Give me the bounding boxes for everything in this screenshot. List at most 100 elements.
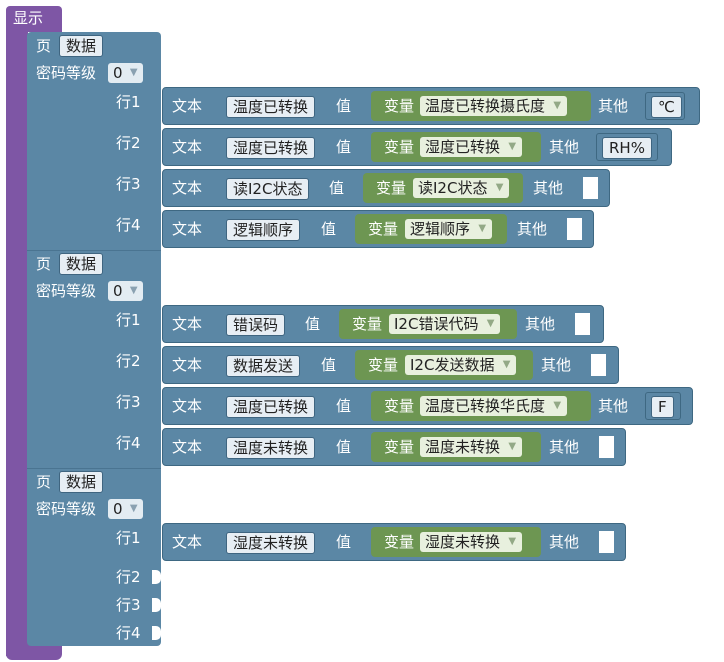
page-label: 页 <box>36 37 52 55</box>
chevron-down-icon: ▼ <box>129 503 138 514</box>
chevron-down-icon: ▼ <box>478 223 487 234</box>
password-level-value: 0 <box>113 64 123 82</box>
variable-label: 变量 <box>384 438 415 456</box>
password-level-label: 密码等级 <box>36 500 97 518</box>
chevron-down-icon: ▼ <box>129 67 138 78</box>
display-block-spine <box>6 30 28 656</box>
variable-name: 湿度已转换 <box>425 138 501 156</box>
text-field[interactable]: 读I2C状态 <box>226 178 310 200</box>
variable-dropdown[interactable]: I2C错误代码 ▼ <box>389 314 501 334</box>
row-label: 行2 <box>116 352 141 370</box>
chevron-down-icon: ▼ <box>486 318 495 329</box>
password-level-dropdown[interactable]: 0▼ <box>108 63 143 83</box>
variable-label: 变量 <box>384 138 415 156</box>
other-label: 其他 <box>525 315 556 333</box>
other-label: 其他 <box>549 138 580 156</box>
row-label: 行4 <box>116 624 141 642</box>
variable-dropdown[interactable]: 读I2C状态 ▼ <box>413 178 510 198</box>
other-field[interactable]: F <box>651 396 674 418</box>
display-block[interactable] <box>6 6 62 32</box>
text-label: 文本 <box>172 138 203 156</box>
text-label: 文本 <box>172 220 203 238</box>
page-label: 页 <box>36 255 52 273</box>
chevron-down-icon: ▼ <box>508 536 517 547</box>
page-name-field[interactable]: 数据 <box>59 471 104 493</box>
text-field[interactable]: 逻辑顺序 <box>226 219 301 241</box>
text-field[interactable]: 数据发送 <box>226 355 301 377</box>
value-label: 值 <box>336 397 352 415</box>
variable-label: 变量 <box>368 220 399 238</box>
variable-dropdown[interactable]: 温度已转换华氏度 ▼ <box>420 396 568 416</box>
variable-label: 变量 <box>376 179 407 197</box>
value-label: 值 <box>321 220 337 238</box>
other-label: 其他 <box>598 97 629 115</box>
variable-name: 读I2C状态 <box>418 179 488 197</box>
text-field[interactable]: 温度已转换 <box>226 96 316 118</box>
variable-label: 变量 <box>384 533 415 551</box>
value-label: 值 <box>336 438 352 456</box>
empty-input-slot[interactable] <box>583 177 598 199</box>
chevron-down-icon: ▼ <box>553 400 562 411</box>
row-label: 行1 <box>116 529 141 547</box>
empty-row-slot[interactable] <box>152 626 161 640</box>
page-name-field[interactable]: 数据 <box>59 253 104 275</box>
page-block[interactable] <box>27 468 161 646</box>
variable-dropdown[interactable]: I2C发送数据 ▼ <box>405 355 517 375</box>
page-label: 页 <box>36 473 52 491</box>
variable-label: 变量 <box>384 397 415 415</box>
variable-dropdown[interactable]: 湿度未转换▼ <box>420 532 523 552</box>
empty-input-slot[interactable] <box>575 313 590 335</box>
text-label: 文本 <box>172 438 203 456</box>
variable-name: I2C发送数据 <box>410 356 495 374</box>
row-label: 行4 <box>116 216 141 234</box>
chevron-down-icon: ▼ <box>502 359 511 370</box>
value-label: 值 <box>336 97 352 115</box>
value-label: 值 <box>336 533 352 551</box>
value-label: 值 <box>305 315 321 333</box>
variable-label: 变量 <box>368 356 399 374</box>
variable-dropdown[interactable]: 逻辑顺序 ▼ <box>405 219 493 239</box>
row-label: 行2 <box>116 134 141 152</box>
other-field[interactable]: RH% <box>602 137 652 159</box>
text-field[interactable]: 温度未转换 <box>226 437 316 459</box>
text-field[interactable]: 湿度已转换 <box>226 137 316 159</box>
display-block-title: 显示 <box>13 9 44 27</box>
text-field[interactable]: 温度已转换 <box>226 396 316 418</box>
text-field[interactable]: 错误码 <box>226 314 286 336</box>
empty-input-slot[interactable] <box>591 354 606 376</box>
other-field[interactable]: ℃ <box>651 96 682 118</box>
text-label: 文本 <box>172 533 203 551</box>
text-label: 文本 <box>172 397 203 415</box>
text-field[interactable]: 湿度未转换 <box>226 532 316 554</box>
row-label: 行3 <box>116 175 141 193</box>
variable-dropdown[interactable]: 湿度已转换▼ <box>420 137 523 157</box>
display-block-bottom <box>6 644 62 660</box>
other-label: 其他 <box>549 438 580 456</box>
row-label: 行1 <box>116 311 141 329</box>
empty-row-slot[interactable] <box>152 598 161 612</box>
empty-input-slot[interactable] <box>599 436 614 458</box>
password-level-dropdown[interactable]: 0▼ <box>108 281 143 301</box>
variable-dropdown[interactable]: 温度未转换▼ <box>420 437 523 457</box>
other-label: 其他 <box>541 356 572 374</box>
page-name-field[interactable]: 数据 <box>59 35 104 57</box>
other-label: 其他 <box>549 533 580 551</box>
variable-name: 逻辑顺序 <box>410 220 471 238</box>
value-label: 值 <box>336 138 352 156</box>
chevron-down-icon: ▼ <box>508 441 517 452</box>
password-level-label: 密码等级 <box>36 282 97 300</box>
row-label: 行1 <box>116 93 141 111</box>
empty-input-slot[interactable] <box>567 218 582 240</box>
empty-row-slot[interactable] <box>152 570 161 584</box>
row-label: 行4 <box>116 434 141 452</box>
variable-name: I2C错误代码 <box>394 315 479 333</box>
variable-name: 温度已转换摄氏度 <box>425 97 546 115</box>
variable-name: 温度已转换华氏度 <box>425 397 546 415</box>
other-label: 其他 <box>598 397 629 415</box>
chevron-down-icon: ▼ <box>129 285 138 296</box>
variable-dropdown[interactable]: 温度已转换摄氏度▼ <box>420 96 568 116</box>
text-label: 文本 <box>172 179 203 197</box>
empty-input-slot[interactable] <box>599 531 614 553</box>
password-level-dropdown[interactable]: 0▼ <box>108 499 143 519</box>
chevron-down-icon: ▼ <box>495 182 504 193</box>
